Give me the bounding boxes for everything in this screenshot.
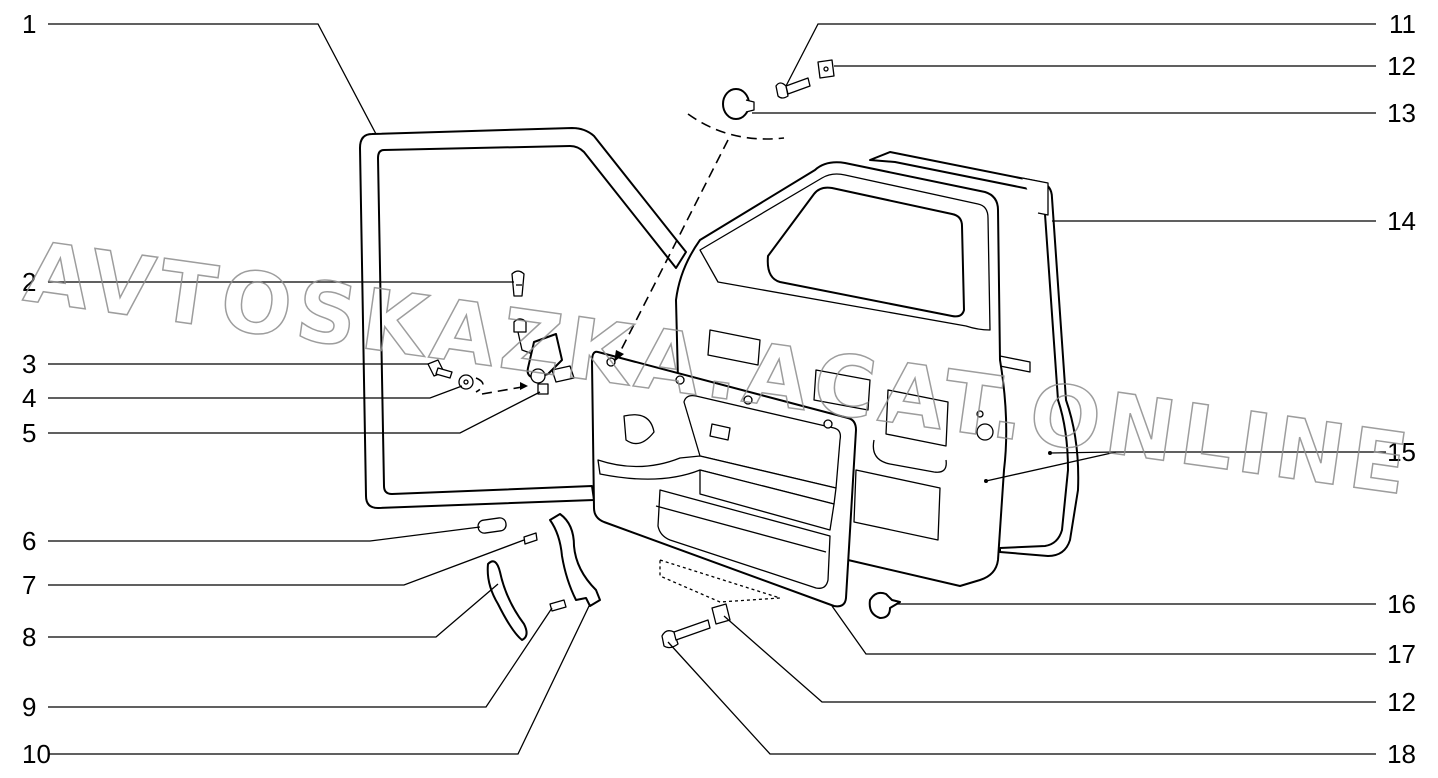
callout-label: 13 <box>1387 98 1416 128</box>
callout-label: 1 <box>22 9 36 39</box>
screw-part-7 <box>523 532 538 545</box>
door-inner-panel <box>675 161 1052 587</box>
callout-label: 5 <box>22 418 36 448</box>
washer-part-4 <box>458 374 529 395</box>
armrest-cover <box>486 560 528 641</box>
screw-part-11 <box>775 77 811 99</box>
plug-part-6 <box>477 517 507 534</box>
bolt-part-2 <box>511 270 525 297</box>
callout-label: 12 <box>1387 51 1416 81</box>
callout-label: 16 <box>1387 589 1416 619</box>
callout-label: 12 <box>1387 687 1416 717</box>
clip-part-12-bottom <box>711 603 731 625</box>
callout-label: 2 <box>22 267 36 297</box>
callout-label: 17 <box>1387 639 1416 669</box>
armrest-handle <box>549 513 601 607</box>
door-seal <box>359 127 687 509</box>
callout-label: 3 <box>22 349 36 379</box>
screw-part-18 <box>661 619 711 649</box>
callouts-left: 1 2 3 4 5 6 7 8 9 10 <box>22 9 51 769</box>
clip-part-12-top <box>817 59 835 79</box>
screw-part-9 <box>549 599 567 612</box>
callout-label: 18 <box>1387 739 1416 769</box>
cap-part-13 <box>614 88 785 362</box>
callout-label: 10 <box>22 739 51 769</box>
callout-label: 6 <box>22 526 36 556</box>
fastener-part-16 <box>868 591 901 619</box>
leader-lines <box>48 23 1386 755</box>
callout-label: 4 <box>22 383 36 413</box>
bolt-part-3 <box>427 359 453 379</box>
door-trim-panel <box>591 350 857 608</box>
callouts-right: 11 12 13 14 15 16 17 12 18 <box>1387 9 1416 769</box>
door-check-assembly <box>513 318 575 395</box>
callout-label: 7 <box>22 570 36 600</box>
callout-label: 14 <box>1387 206 1416 236</box>
callout-label: 9 <box>22 692 36 722</box>
callout-label: 15 <box>1387 437 1416 467</box>
callout-label: 8 <box>22 622 36 652</box>
callout-label: 11 <box>1389 9 1416 39</box>
